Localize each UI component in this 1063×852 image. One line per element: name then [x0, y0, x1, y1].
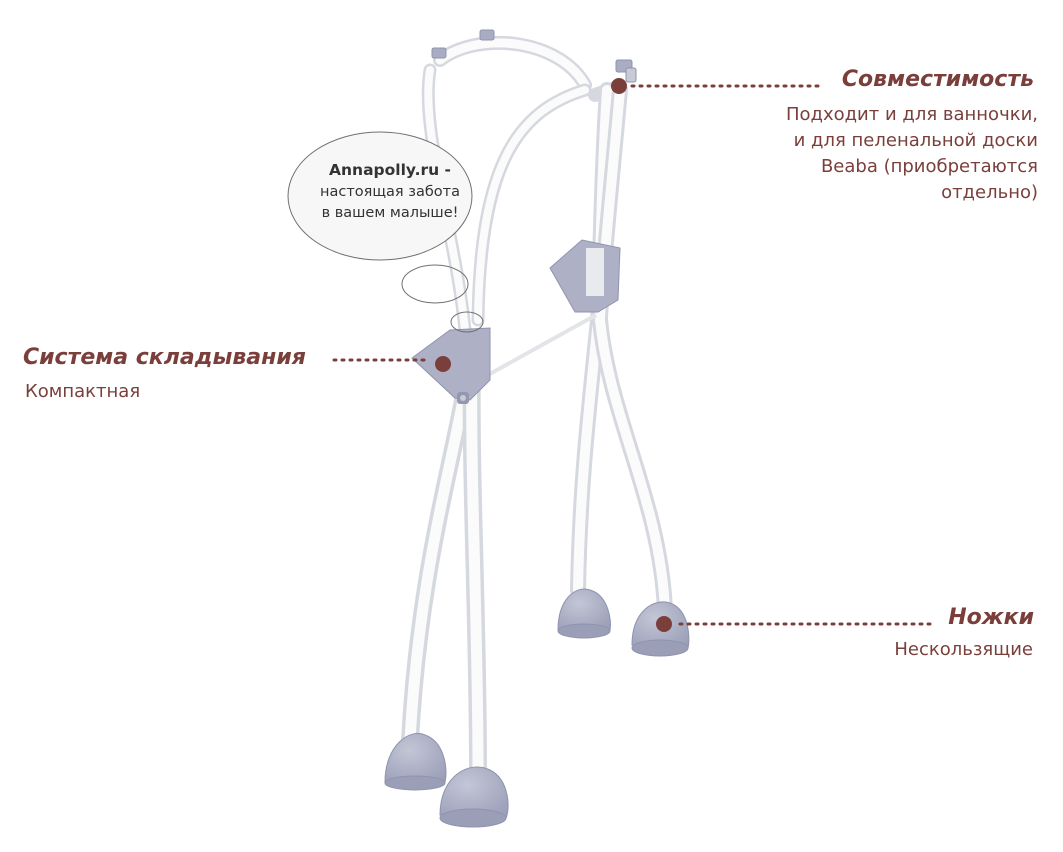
cross-brace: [487, 313, 597, 377]
legs-description: Нескользящие: [894, 639, 1033, 660]
compatibility-line: Beaba (приобретаются: [820, 156, 1038, 177]
bubble-text: Annapolly.ru - настоящая забота в вашем …: [290, 160, 490, 224]
compatibility-description: Подходит и для ванночки, и для пеленальн…: [698, 102, 1038, 206]
legs-marker-dot: [656, 616, 672, 632]
bubble-line: настоящая забота: [320, 184, 460, 200]
fold-marker-dot: [435, 356, 451, 372]
compat-marker-dot: [611, 78, 627, 94]
compatibility-line: Подходит и для ванночки,: [785, 104, 1038, 125]
top-clips: [431, 29, 637, 83]
bubble-line: в вашем малыше!: [321, 205, 459, 221]
compatibility-line: отдельно): [941, 182, 1038, 203]
legs-title: Ножки: [948, 605, 1034, 630]
back-legs: [570, 82, 673, 618]
folding-description: Компактная: [25, 381, 141, 402]
back-hinge: [549, 239, 621, 313]
feet: [384, 588, 690, 828]
folding-title: Система складывания: [23, 345, 306, 370]
thought-bubble: [287, 131, 484, 333]
callout-leaders: [332, 78, 937, 632]
front-legs: [401, 351, 487, 779]
compatibility-line: и для пеленальной доски: [793, 130, 1038, 151]
compatibility-title: Совместимость: [841, 67, 1034, 92]
bubble-brand: Annapolly.ru -: [329, 161, 451, 179]
